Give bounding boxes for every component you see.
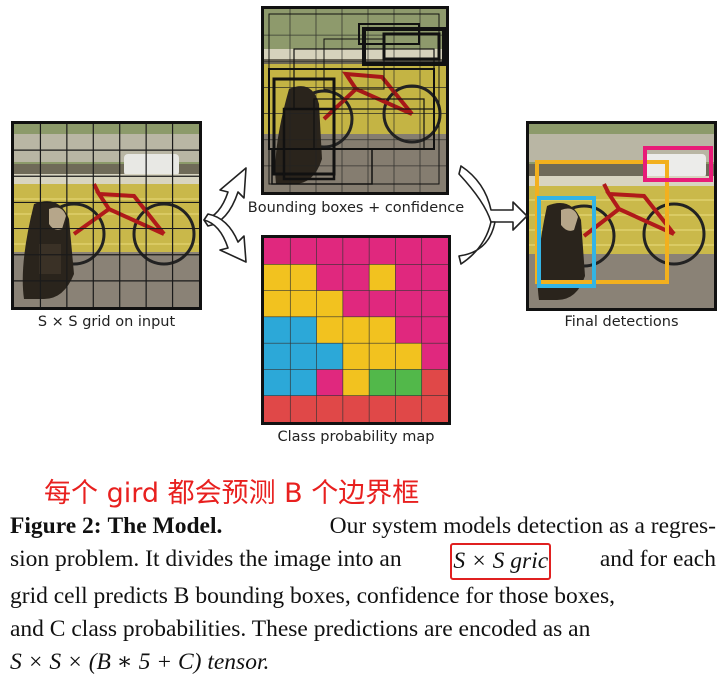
highlighted-grid-phrase: S × S gric: [450, 543, 552, 580]
class-cell: [421, 343, 448, 370]
class-cell: [421, 290, 448, 317]
class-cell: [342, 395, 370, 422]
class-cell: [395, 264, 422, 291]
car-detection-box: [643, 146, 713, 182]
caption-text: sion problem. It divides the image into …: [10, 546, 402, 572]
class-cell: [395, 290, 422, 317]
class-cell: [290, 369, 317, 396]
dog-detection-box: [537, 196, 596, 288]
class-cell: [369, 316, 396, 344]
caption-text: and for each: [599, 546, 716, 572]
class-cell: [421, 264, 448, 291]
chinese-annotation: 每个 gird 都会预测 B 个边界框: [44, 478, 420, 509]
caption-text: Our system models detection as a regres-: [329, 513, 716, 539]
class-cell: [316, 316, 343, 344]
class-cell: [316, 395, 343, 422]
class-cell: [290, 264, 317, 291]
class-cell: [369, 369, 396, 396]
caption-line-3: grid cell predicts B bounding boxes, con…: [10, 583, 615, 609]
class-cell: [369, 238, 396, 265]
figure-title: The Model.: [107, 513, 223, 539]
caption-line-2: sion problem. It divides the image into …: [10, 543, 716, 580]
class-cell: [421, 369, 448, 396]
class-cell: [264, 316, 291, 344]
class-cell: [290, 290, 317, 317]
figure-label: Figure 2:: [10, 513, 102, 539]
class-cell: [395, 316, 422, 344]
caption-line-4: and C class probabilities. These predict…: [10, 616, 591, 642]
class-cell: [395, 369, 422, 396]
class-probability-map: [261, 235, 451, 425]
class-cell: [316, 343, 343, 370]
class-cell: [395, 395, 422, 422]
class-cell: [369, 264, 396, 291]
class-cell: [369, 290, 396, 317]
class-cell: [369, 343, 396, 370]
class-cell: [316, 264, 343, 291]
bounding-box-image: [261, 6, 449, 195]
class-cell: [290, 343, 317, 370]
class-cell: [342, 369, 370, 396]
merge-arrow-icon: [458, 165, 528, 265]
class-cell: [342, 316, 370, 344]
class-cell: [290, 238, 317, 265]
class-cell: [264, 395, 291, 422]
class-cell: [342, 343, 370, 370]
split-arrow-icon: [203, 167, 247, 263]
input-grid-caption: S × S grid on input: [37, 314, 176, 330]
class-cell: [264, 343, 291, 370]
class-cell: [342, 264, 370, 291]
class-cell: [316, 290, 343, 317]
class-cell: [264, 290, 291, 317]
class-cell: [421, 395, 448, 422]
class-cell: [264, 369, 291, 396]
final-detections-caption: Final detections: [564, 314, 679, 330]
class-cell: [316, 369, 343, 396]
class-cell: [290, 316, 317, 344]
class-cell: [290, 395, 317, 422]
class-cell: [264, 264, 291, 291]
class-cell: [342, 290, 370, 317]
caption-line-1: Figure 2: The Model. Our system models d…: [10, 510, 716, 543]
class-cell: [421, 238, 448, 265]
class-cell: [316, 238, 343, 265]
class-cell: [264, 238, 291, 265]
class-probability-caption: Class probability map: [277, 429, 435, 445]
input-grid-image: [11, 121, 202, 310]
caption-line-5: S × S × (B ∗ 5 + C) tensor.: [10, 649, 270, 675]
class-cell: [395, 343, 422, 370]
class-cell: [395, 238, 422, 265]
class-cell: [369, 395, 396, 422]
final-detections-image: [526, 121, 717, 311]
bounding-box-caption: Bounding boxes + confidence: [247, 200, 465, 216]
class-cell: [421, 316, 448, 344]
class-cell: [342, 238, 370, 265]
figure-caption: Figure 2: The Model. Our system models d…: [10, 510, 716, 679]
